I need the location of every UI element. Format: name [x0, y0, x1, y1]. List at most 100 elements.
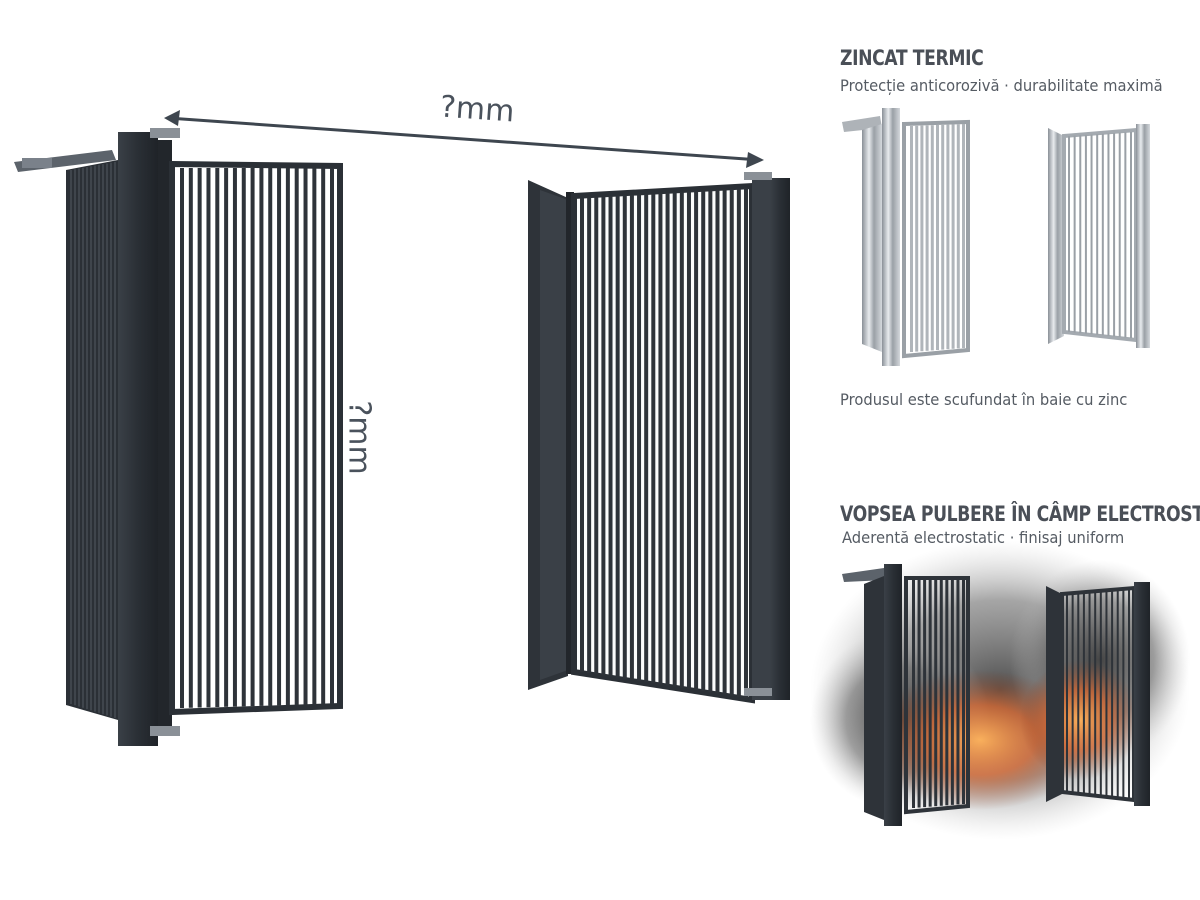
gate-slat: [241, 168, 246, 707]
gate-slat: [1122, 590, 1125, 798]
width-dimension-label: ?mm: [438, 89, 516, 130]
gate-slat: [701, 190, 706, 692]
gate-slat: [665, 192, 670, 686]
gate-slat: [1118, 132, 1121, 337]
gate-slat: [1113, 133, 1116, 337]
zinc-section-title: ZINCAT TERMIC: [840, 46, 984, 70]
gate-slat: [70, 170, 72, 704]
gate-slat: [224, 168, 229, 707]
zinc-gate-thumbnail-right: [1048, 124, 1150, 348]
gate-slat: [615, 195, 620, 678]
gate-slat: [1128, 590, 1130, 798]
gate-slat: [215, 168, 220, 708]
gate-slat: [106, 163, 108, 716]
gate-slat: [180, 168, 184, 708]
gate-slat: [651, 193, 656, 684]
gate-slat: [1084, 134, 1087, 334]
gate-slat: [587, 197, 592, 674]
gate-slat: [1073, 135, 1076, 333]
gate-slat: [1105, 591, 1108, 796]
gate-slat: [1082, 592, 1085, 794]
gate-slat: [694, 191, 699, 691]
gate-slat: [946, 124, 950, 350]
right-gate: [528, 172, 790, 704]
gate-slat: [90, 166, 92, 711]
gate-slat: [206, 168, 211, 708]
gate-slat: [928, 580, 932, 807]
gate-slat: [925, 125, 929, 351]
gate-slat: [1088, 592, 1091, 795]
gate-slat: [658, 193, 663, 685]
gate-slat: [622, 195, 627, 679]
gate-slat: [114, 162, 116, 718]
gate-slat: [939, 580, 943, 806]
gate-slat: [259, 168, 264, 706]
gate-slat: [250, 168, 255, 707]
gate-slat: [197, 168, 202, 708]
height-dimension-label: ?mm: [341, 400, 377, 475]
gate-slat: [1090, 134, 1093, 335]
gate-slat: [962, 124, 965, 348]
gate-slat: [715, 189, 720, 694]
gate-slat: [1111, 591, 1114, 797]
gate-slat: [950, 580, 954, 805]
zinc-section-subtitle: Protecție anticorozivă · durabilitate ma…: [840, 76, 1163, 95]
gate-slat: [744, 188, 748, 698]
gate-slat: [330, 168, 334, 704]
gate-slat: [920, 125, 924, 352]
gate-slat: [1077, 593, 1080, 794]
gate-slat: [912, 580, 915, 808]
gate-slat: [956, 580, 960, 805]
gate-slat: [268, 168, 273, 706]
gate-slat: [1107, 133, 1110, 336]
powder-section-title: VOPSEA PULBERE ÎN CÂMP ELECTROSTATIC: [840, 502, 1200, 526]
gate-slat: [303, 168, 308, 705]
gate-slat: [910, 126, 913, 352]
gate-slat: [945, 580, 949, 806]
gate-slat: [629, 194, 634, 680]
gate-slat: [277, 168, 282, 706]
gate-slat: [321, 168, 326, 705]
gate-slat: [686, 191, 691, 689]
gate-slat: [936, 125, 939, 350]
gate-slat: [78, 168, 80, 707]
gate-slat: [708, 190, 713, 693]
gate-slat: [941, 124, 945, 350]
gate-slat: [94, 165, 96, 712]
gate-slat: [951, 124, 955, 349]
gate-slat: [1096, 134, 1099, 335]
gate-slat: [98, 164, 100, 713]
gate-slat: [637, 194, 642, 682]
powder-coat-thumbnail: [810, 540, 1190, 840]
gate-slat: [312, 168, 317, 705]
gate-slat: [1094, 592, 1097, 795]
gate-slat: [1066, 594, 1068, 792]
zinc-gate-thumbnail-left: [842, 108, 970, 366]
gate-slat: [1116, 590, 1119, 797]
gate-slat: [934, 580, 938, 807]
gate-slat: [232, 168, 237, 707]
gate-slat: [1068, 136, 1070, 332]
gate-slat: [294, 168, 299, 705]
gate-slat: [923, 580, 927, 808]
gate-slat: [1124, 132, 1127, 338]
width-dimension-arrow: [164, 110, 764, 168]
gate-slat: [729, 188, 734, 696]
gate-slat: [915, 125, 919, 352]
gate-slat: [1099, 591, 1102, 796]
gate-slat: [1101, 133, 1104, 336]
gate-slat: [1071, 593, 1074, 793]
zinc-section-caption: Produsul este scufundat în baie cu zinc: [840, 390, 1128, 409]
gate-slat: [594, 197, 599, 675]
gate-slat: [1079, 135, 1082, 334]
gate-slat: [285, 168, 290, 706]
left-gate: [14, 128, 343, 746]
gate-slat: [82, 167, 84, 708]
gate-slat: [86, 167, 88, 710]
gate-slat: [917, 580, 921, 808]
gate-slat: [956, 124, 960, 349]
gate-slat: [601, 196, 606, 676]
gate-slat: [580, 198, 584, 672]
gate-slat: [930, 125, 934, 351]
